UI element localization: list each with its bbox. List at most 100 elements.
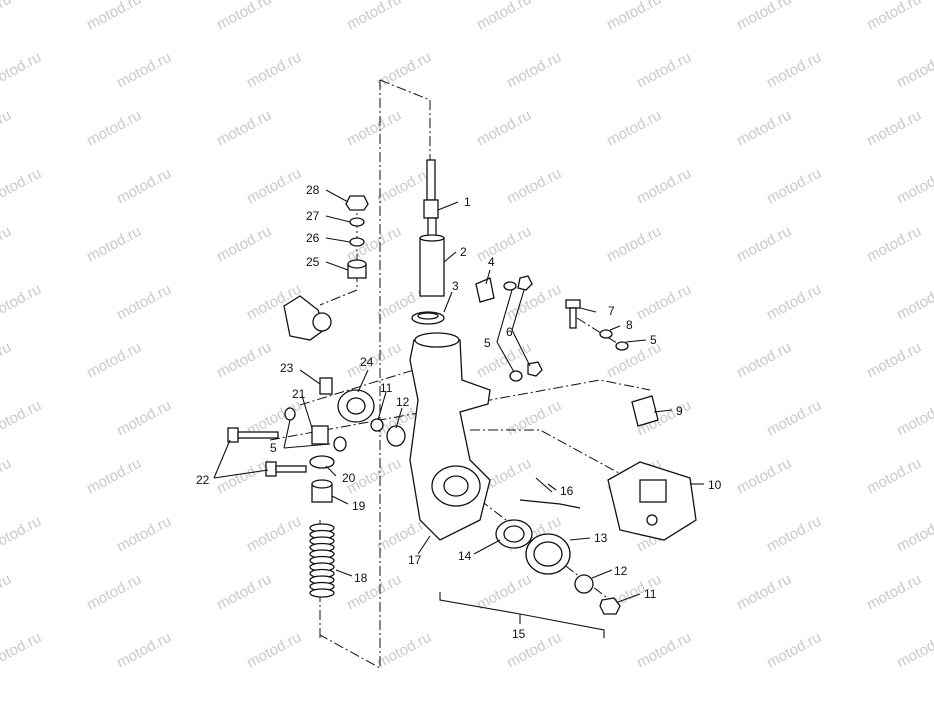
- label-part-7: 7: [608, 304, 615, 318]
- watermark-text: motod.ru: [634, 281, 694, 324]
- watermark-text: motod.ru: [894, 49, 934, 92]
- label-part-4: 4: [488, 255, 495, 269]
- watermark-text: motod.ru: [0, 0, 14, 34]
- watermark-text: motod.ru: [214, 339, 274, 382]
- watermark-text: motod.ru: [504, 49, 564, 92]
- watermark-text: motod.ru: [0, 339, 14, 382]
- part-washer-8: [599, 329, 613, 339]
- watermark-text: motod.ru: [344, 571, 404, 614]
- watermark-text: motod.ru: [864, 339, 924, 382]
- part-washer-5d: [333, 436, 347, 452]
- part-ring-12b: [574, 574, 594, 594]
- watermark-text: motod.ru: [734, 107, 794, 150]
- part-bearing-24: [337, 389, 375, 423]
- label-part-14: 14: [458, 549, 472, 563]
- watermark-text: motod.ru: [0, 107, 14, 150]
- watermark-text: motod.ru: [0, 281, 44, 324]
- watermark-text: motod.ru: [864, 107, 924, 150]
- watermark-text: motod.ru: [764, 397, 824, 440]
- label-part-27: 27: [306, 209, 320, 223]
- label-part-23: 23: [280, 361, 294, 375]
- axis-left-vertical: [319, 80, 381, 669]
- axis-caliper: [470, 429, 651, 491]
- watermark-text: motod.ru: [374, 49, 434, 92]
- watermark-text: motod.ru: [734, 223, 794, 266]
- label-part-19: 19: [352, 499, 366, 513]
- part-bushing-19: [311, 479, 333, 503]
- watermark-text: motod.ru: [604, 107, 664, 150]
- watermark-text: motod.ru: [214, 571, 274, 614]
- part-race-13: [525, 533, 571, 575]
- watermark-text: motod.ru: [894, 397, 934, 440]
- part-tube: [419, 234, 445, 297]
- watermark-text: motod.ru: [244, 513, 304, 556]
- label-part-16: 16: [560, 484, 574, 498]
- watermark-text: motod.ru: [114, 513, 174, 556]
- part-pad: [631, 395, 659, 427]
- watermark-text: motod.ru: [0, 455, 14, 498]
- part-washer-26: [349, 237, 365, 247]
- watermark-text: motod.ru: [114, 49, 174, 92]
- part-washer-5c: [284, 407, 296, 421]
- part-pin-16: [535, 477, 553, 493]
- watermark-text: motod.ru: [84, 571, 144, 614]
- watermark-text: motod.ru: [84, 223, 144, 266]
- label-part-3: 3: [452, 279, 459, 293]
- part-labels: 1 2 3 4 5 6 7 8 5 9 10 28 27 26 25 23 24…: [196, 183, 722, 641]
- label-part-11b: 11: [644, 587, 657, 601]
- part-nut-28: [345, 195, 369, 211]
- watermark-text: motod.ru: [344, 0, 404, 34]
- label-part-5c: 5: [270, 441, 277, 455]
- part-washer-27: [349, 217, 365, 227]
- part-bolt-22-upper: [227, 427, 279, 443]
- watermark-text: motod.ru: [0, 513, 44, 556]
- watermark-text: motod.ru: [0, 571, 14, 614]
- label-part-12b: 12: [614, 564, 628, 578]
- watermark-text: motod.ru: [114, 629, 174, 672]
- watermark-text: motod.ru: [764, 165, 824, 208]
- watermark-text: motod.ru: [0, 165, 44, 208]
- watermark-text: motod.ru: [894, 281, 934, 324]
- part-shaft: [423, 159, 439, 239]
- watermark-text: motod.ru: [634, 165, 694, 208]
- watermark-text: motod.ru: [764, 49, 824, 92]
- watermark-text: motod.ru: [734, 339, 794, 382]
- watermark-text: motod.ru: [374, 629, 434, 672]
- watermark-layer: motod.ru motod.ru motod.ru motod.ru motod.ru…: [0, 0, 934, 672]
- watermark-text: motod.ru: [114, 281, 174, 324]
- watermark-text: motod.ru: [0, 397, 44, 440]
- part-bolt-22-lower: [265, 461, 307, 477]
- axis-bolt-21: [299, 364, 431, 406]
- watermark-text: motod.ru: [734, 571, 794, 614]
- watermark-text: motod.ru: [0, 49, 44, 92]
- watermark-text: motod.ru: [214, 0, 274, 34]
- label-part-13: 13: [594, 531, 608, 545]
- label-part-5b: 5: [650, 333, 657, 347]
- label-part-20: 20: [342, 471, 356, 485]
- label-part-1: 1: [464, 195, 471, 209]
- watermark-text: motod.ru: [474, 339, 534, 382]
- axis-bolt-7: [576, 317, 621, 346]
- watermark-text: motod.ru: [894, 513, 934, 556]
- label-part-2: 2: [460, 245, 467, 259]
- watermark-text: motod.ru: [344, 339, 404, 382]
- label-part-22: 22: [196, 473, 210, 487]
- label-part-26: 26: [306, 231, 320, 245]
- part-washer-20: [309, 455, 335, 469]
- axis-hub: [479, 499, 611, 601]
- part-nut-11b: [599, 597, 621, 615]
- watermark-text: motod.ru: [214, 223, 274, 266]
- label-part-10: 10: [708, 478, 722, 492]
- watermark-text: motod.ru: [244, 629, 304, 672]
- watermark-text: motod.ru: [84, 339, 144, 382]
- watermark-text: motod.ru: [764, 513, 824, 556]
- part-seal-14: [495, 519, 533, 549]
- part-clip-16: [519, 499, 581, 509]
- part-washer-5b: [615, 341, 629, 351]
- watermark-text: motod.ru: [894, 629, 934, 672]
- watermark-text: motod.ru: [734, 0, 794, 34]
- part-bracket: [283, 295, 332, 341]
- watermark-text: motod.ru: [764, 281, 824, 324]
